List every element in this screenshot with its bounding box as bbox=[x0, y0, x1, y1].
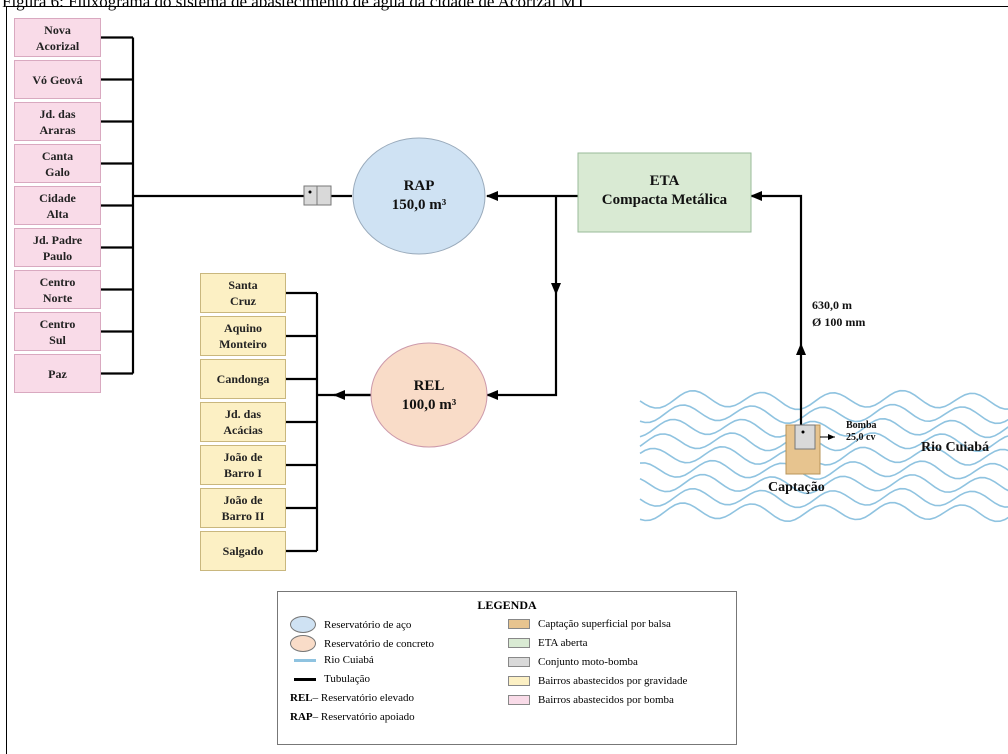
pumped-neighborhood-vo-geova: Vó Geová bbox=[14, 60, 101, 99]
gravity-swatch bbox=[508, 676, 530, 686]
pumped-neighborhood-centro-norte: Centro Norte bbox=[14, 270, 101, 309]
pumped-swatch bbox=[508, 695, 530, 705]
gravity-neighborhood-santa-cruz: Santa Cruz bbox=[200, 273, 286, 313]
legend-item: REL – Reservatório elevado bbox=[290, 692, 414, 704]
pipe-swatch bbox=[294, 677, 316, 681]
pipe-branch-to-rel bbox=[486, 294, 558, 400]
river-wave-line bbox=[639, 389, 1008, 411]
river-wave-line bbox=[639, 417, 1008, 439]
intake-swatch bbox=[508, 619, 530, 629]
legend-text: ETA aberta bbox=[538, 637, 588, 649]
rap-label: RAP 150,0 m³ bbox=[391, 178, 447, 213]
legend-text: Rio Cuiabá bbox=[324, 654, 374, 666]
legend-text: Tubulação bbox=[324, 673, 371, 685]
legend-item: Reservatório de aço bbox=[290, 616, 411, 633]
pump-set-intake bbox=[794, 424, 816, 450]
figure-frame bbox=[6, 6, 1008, 754]
eta-box bbox=[577, 152, 752, 233]
pipe-spec-label: 630,0 m Ø 100 mm bbox=[812, 298, 866, 329]
river-swatch bbox=[294, 658, 316, 662]
pipe-intake-to-eta-upper bbox=[750, 191, 803, 344]
pumped-neighborhood-nova-acorizal: Nova Acorizal bbox=[14, 18, 101, 57]
intake-label: Captação bbox=[768, 480, 825, 495]
legend-text: – Reservatório elevado bbox=[312, 692, 415, 704]
legend-item: Reservatório de concreto bbox=[290, 635, 434, 652]
gravity-neighborhood-jd-das-acacias: Jd. das Acácias bbox=[200, 402, 286, 442]
gravity-neighborhood-candonga: Candonga bbox=[200, 359, 286, 399]
gravity-neighborhood-salgado: Salgado bbox=[200, 531, 286, 571]
legend-item: Rio Cuiabá bbox=[290, 654, 374, 666]
river-wave-line bbox=[639, 459, 1008, 481]
pump-set-swatch bbox=[508, 657, 530, 667]
legend-text: Reservatório de concreto bbox=[324, 637, 434, 650]
legend-text: Reservatório de aço bbox=[324, 618, 412, 631]
pumped-neighborhood-centro-sul: Centro Sul bbox=[14, 312, 101, 351]
river-wave-line bbox=[639, 403, 1008, 425]
pumped-neighborhood-jd-padre-paulo: Jd. Padre Paulo bbox=[14, 228, 101, 267]
concrete-reservoir-swatch bbox=[290, 635, 316, 652]
legend-text: Bairros abastecidos por bomba bbox=[538, 694, 674, 706]
river-wave-line bbox=[639, 432, 1008, 453]
steel-reservoir-swatch bbox=[290, 616, 316, 633]
rel-label: REL 100,0 m³ bbox=[401, 378, 457, 413]
figure-caption: Figura 6: Fluxograma do sistema de abast… bbox=[2, 0, 586, 11]
pumped-neighborhood-paz: Paz bbox=[14, 354, 101, 393]
legend-item: ETA aberta bbox=[508, 637, 588, 649]
legend-text: Bairros abastecidos por gravidade bbox=[538, 675, 688, 687]
river-wave-line bbox=[639, 473, 1008, 495]
pumped-neighborhood-canta-galo: Canta Galo bbox=[14, 144, 101, 183]
river-waves bbox=[639, 389, 1008, 523]
rel-reservoir bbox=[370, 342, 488, 448]
pumped-manifold bbox=[101, 36, 135, 375]
legend-abbreviation: RAP bbox=[290, 711, 313, 723]
legend-item: Bairros abastecidos por bomba bbox=[508, 694, 674, 706]
legend-item: Conjunto moto-bomba bbox=[508, 656, 638, 668]
legend-item: RAP – Reservatório apoiado bbox=[290, 711, 415, 723]
legend-text: Captação superficial por balsa bbox=[538, 618, 671, 630]
pump-label: Bomba 25,0 cv bbox=[846, 420, 877, 443]
river-label: Rio Cuiabá bbox=[921, 440, 990, 455]
river-wave-line bbox=[639, 487, 1008, 509]
river-wave-line bbox=[639, 445, 1008, 466]
gravity-neighborhood-joao-de-barro-i: João de Barro I bbox=[200, 445, 286, 485]
legend-item: Captação superficial por balsa bbox=[508, 618, 671, 630]
gravity-neighborhood-joao-de-barro-ii: João de Barro II bbox=[200, 488, 286, 528]
legend-abbreviation: REL bbox=[290, 692, 313, 704]
eta-label: ETA Compacta Metálica bbox=[601, 173, 728, 208]
river-wave-line bbox=[639, 501, 1008, 523]
rap-reservoir bbox=[352, 137, 486, 255]
legend-title: LEGENDA bbox=[477, 598, 537, 612]
pumped-neighborhood-cidade-alta: Cidade Alta bbox=[14, 186, 101, 225]
gravity-manifold bbox=[286, 291, 319, 553]
legend-item: Tubulação bbox=[290, 673, 370, 685]
legend-item: Bairros abastecidos por gravidade bbox=[508, 675, 687, 687]
pumped-neighborhood-jd-das-araras: Jd. das Araras bbox=[14, 102, 101, 141]
legend-text: – Reservatório apoiado bbox=[312, 711, 415, 723]
gravity-neighborhood-aquino-monteiro: Aquino Monteiro bbox=[200, 316, 286, 356]
legend-text: Conjunto moto-bomba bbox=[538, 656, 638, 668]
eta-swatch bbox=[508, 638, 530, 648]
